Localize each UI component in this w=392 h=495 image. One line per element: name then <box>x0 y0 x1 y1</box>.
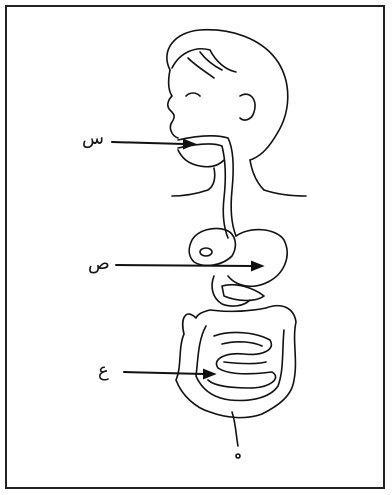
liver <box>189 228 235 265</box>
ear <box>240 94 255 120</box>
hair <box>172 49 236 78</box>
esophagus <box>178 136 236 236</box>
duodenum <box>212 276 250 306</box>
chin <box>178 150 224 167</box>
shoulders <box>172 190 306 196</box>
label-ain: ع <box>98 362 109 380</box>
gall-bladder <box>200 248 212 256</box>
eye <box>186 93 200 96</box>
pointer-arrow-ain <box>124 372 204 374</box>
label-sin: س <box>82 130 104 148</box>
pointer-arrow-sin <box>112 142 184 144</box>
pointer-arrow-sad <box>116 265 252 266</box>
face-profile <box>168 70 178 138</box>
small-intestine <box>208 333 276 388</box>
stomach <box>228 230 287 287</box>
pancreas <box>222 285 264 301</box>
anus <box>236 454 240 458</box>
label-sad: ص <box>88 255 110 273</box>
